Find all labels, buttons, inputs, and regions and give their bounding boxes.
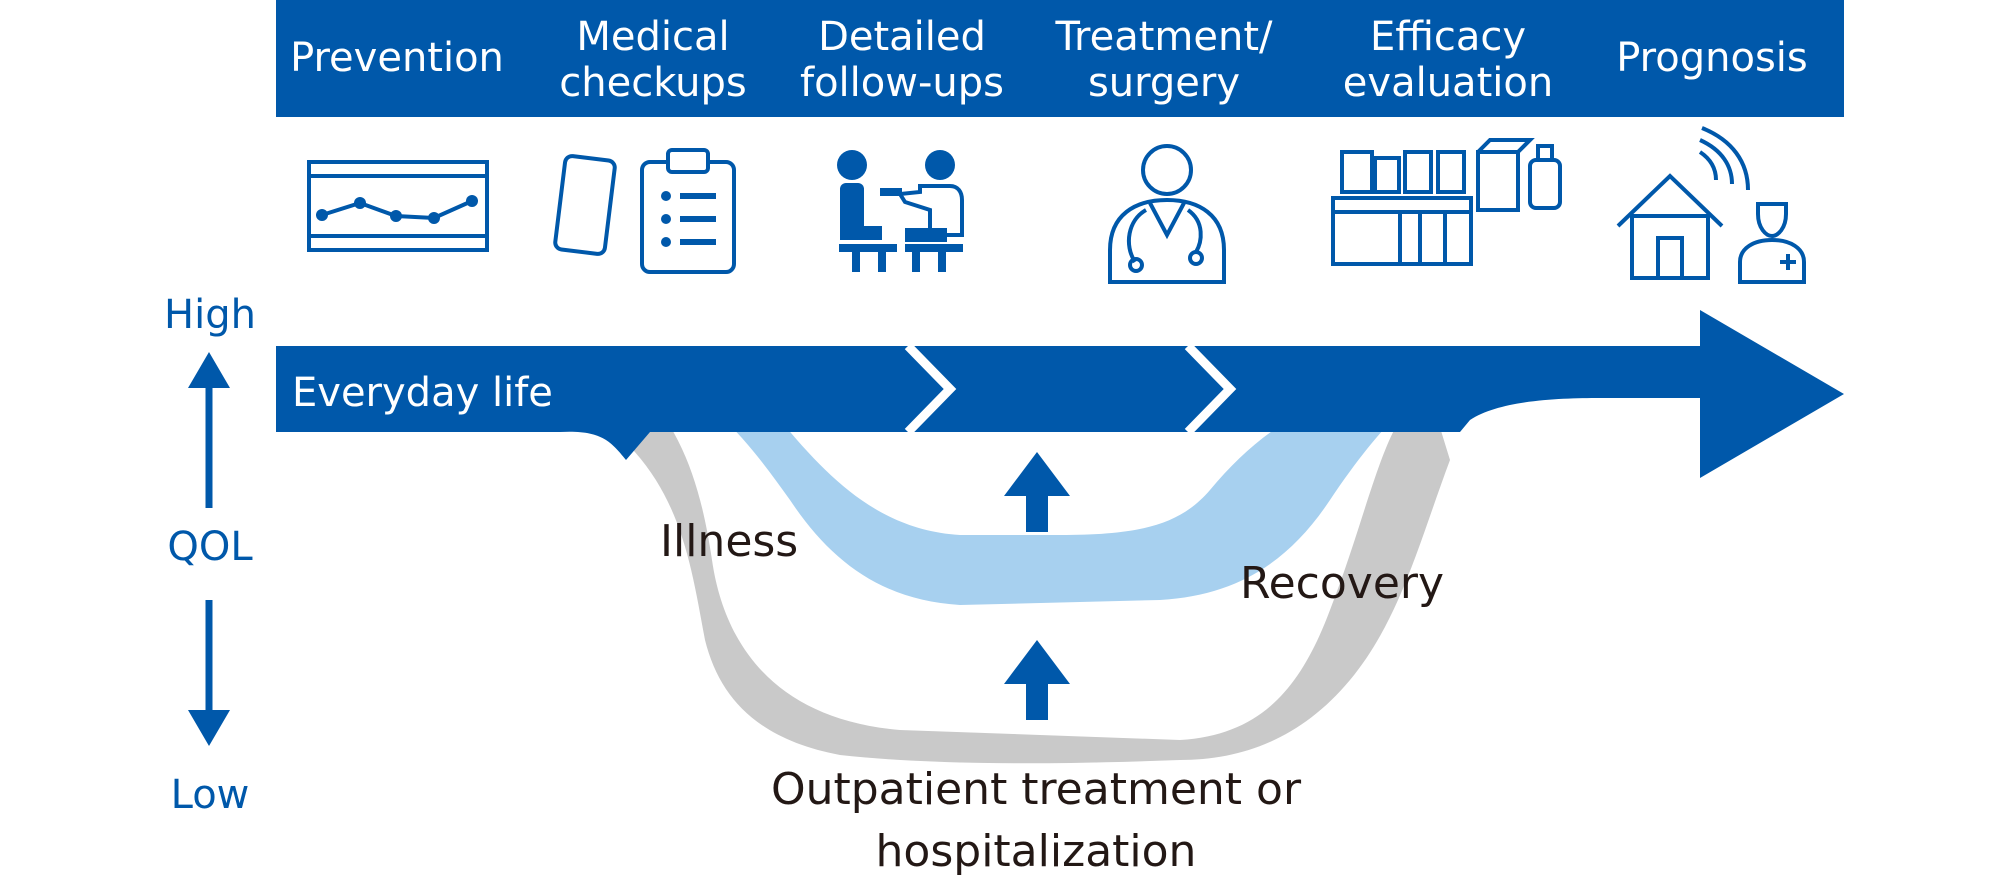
chevron-separator-2 [1184, 342, 1237, 436]
doctor-patient-consultation-icon [837, 150, 964, 272]
qol-up-arrow-bottom [1004, 640, 1070, 720]
lab-analyzer-icon [1331, 138, 1562, 266]
stage-label-prevention: Prevention [290, 35, 504, 81]
outpatient-label-line2: hospitalization [875, 826, 1197, 877]
qol-axis-arrow [188, 352, 230, 746]
stage-label-checkups-text: Medical checkups [559, 14, 747, 106]
home-nurse-icon [1616, 126, 1806, 284]
stage-label-treatment-text: Treatment/ surgery [1055, 14, 1273, 106]
stage-label-followups: Detailed follow-ups [787, 14, 1017, 106]
illness-recovery-band [610, 360, 1420, 605]
illness-label: Illness [660, 516, 799, 567]
stage-label-followups-text: Detailed follow-ups [800, 14, 1004, 106]
phone-clipboard-icon [553, 148, 736, 274]
everyday-life-label: Everyday life [292, 370, 553, 416]
stage-label-efficacy-text: Efficacy evaluation [1342, 14, 1554, 106]
doctor-stethoscope-icon [1108, 144, 1226, 284]
axis-high-label: High [164, 292, 256, 338]
stage-label-checkups: Medical checkups [542, 14, 764, 106]
chart-monitor-icon [307, 160, 489, 252]
stage-label-efficacy: Efficacy evaluation [1330, 14, 1566, 106]
everyday-life-arrow [276, 310, 1844, 478]
stage-label-prognosis: Prognosis [1616, 35, 1808, 81]
stage-header-bar [276, 0, 1844, 117]
chevron-separator-1 [904, 342, 957, 436]
outpatient-label-line1: Outpatient treatment or [770, 764, 1302, 815]
qol-up-arrow-top [1004, 452, 1070, 532]
stage-label-treatment: Treatment/ surgery [1045, 14, 1283, 106]
axis-low-label: Low [170, 772, 250, 818]
recovery-label: Recovery [1240, 558, 1445, 609]
axis-qol-label: QOL [167, 524, 253, 570]
